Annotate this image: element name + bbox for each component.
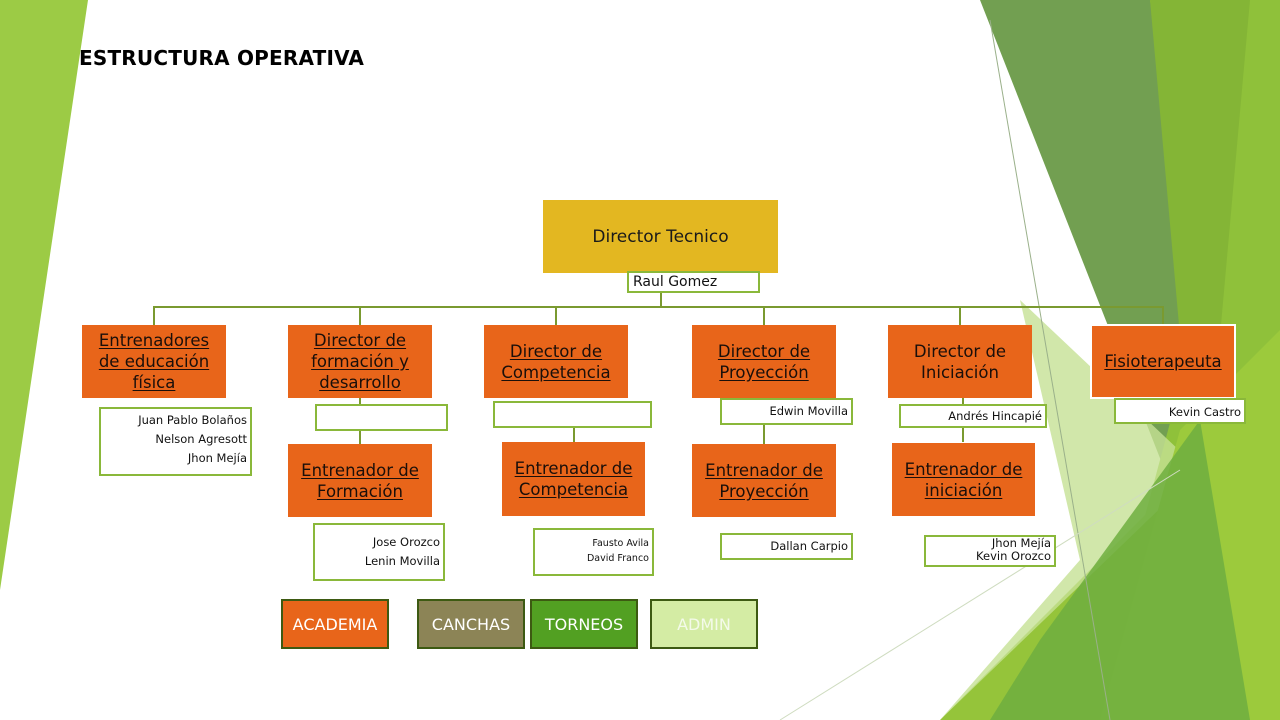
connector-root — [660, 290, 662, 307]
names-fisioterapeuta: Kevin Castro — [1114, 398, 1246, 424]
names-entrenador-proyeccion: Dallan Carpio — [720, 533, 853, 560]
legend-torneos: TORNEOS — [530, 599, 638, 649]
connector-2 — [359, 306, 361, 325]
connector-1 — [153, 306, 155, 325]
names-director-formacion — [315, 404, 448, 431]
connector-4 — [763, 306, 765, 325]
names-director-iniciacion: Andrés Hincapié — [899, 404, 1047, 428]
node-label: Director Tecnico — [592, 226, 729, 247]
legend-canchas: CANCHAS — [417, 599, 525, 649]
person-name: Raul Gomez — [633, 274, 718, 290]
connector-5 — [959, 306, 961, 325]
names-director-competencia — [493, 401, 652, 428]
connector-6 — [1162, 306, 1164, 325]
legend-admin: ADMIN — [650, 599, 758, 649]
connector-sub-3 — [573, 426, 575, 442]
connector-3 — [555, 306, 557, 325]
legend-academia: ACADEMIA — [281, 599, 389, 649]
page-title: ESTRUCTURA OPERATIVA — [79, 46, 365, 70]
names-director-proyeccion: Edwin Movilla — [720, 398, 853, 425]
root-name-box: Raul Gomez — [627, 271, 760, 293]
director-tecnico-node: Director Tecnico — [543, 200, 778, 273]
connector-horizontal — [153, 306, 1163, 308]
node-fisioterapeuta: Fisioterapeuta — [1090, 324, 1236, 399]
